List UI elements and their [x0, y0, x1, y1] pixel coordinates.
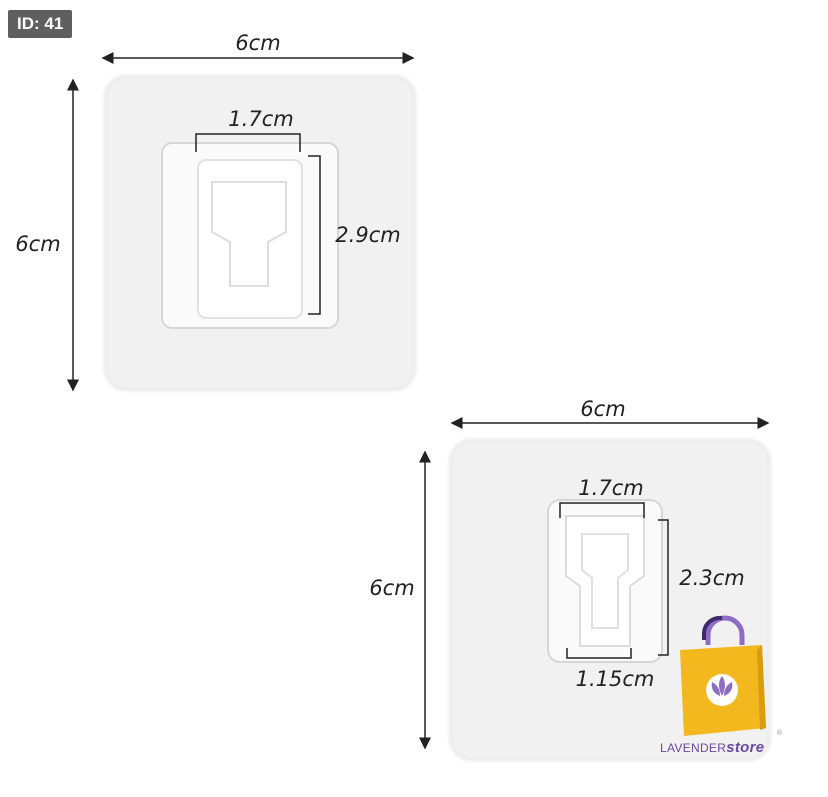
bag-handle-icon	[705, 615, 745, 645]
small-bottom-width-label: 1.15cm	[576, 667, 655, 691]
lavender-flower-icon	[711, 676, 733, 696]
small-slot-height-label: 2.3cm	[679, 566, 744, 590]
brand-name-part2: store	[726, 739, 764, 756]
small-width-label: 6cm	[580, 397, 625, 421]
lavender-store-logo: LAVENDERstore ®	[660, 615, 783, 756]
id-badge: ID: 41	[8, 10, 73, 38]
large-slot-width-bracket	[195, 133, 301, 152]
large-slot-width-label: 1.7cm	[228, 107, 293, 131]
small-slot-height-bracket	[658, 519, 669, 656]
large-slot-height-bracket	[308, 155, 321, 315]
small-height-label: 6cm	[369, 576, 414, 600]
svg-text:LAVENDERstore: LAVENDERstore	[660, 739, 764, 756]
small-slot-width-label: 1.7cm	[578, 476, 643, 500]
small-slot-width-bracket	[559, 502, 645, 518]
large-width-label: 6cm	[235, 31, 280, 55]
registered-mark: ®	[776, 729, 783, 737]
large-height-label: 6cm	[15, 232, 60, 256]
brand-name-part1: LAVENDER	[660, 741, 726, 755]
small-bottom-width-bracket	[566, 648, 632, 659]
large-slot-height-label: 2.9cm	[335, 223, 400, 247]
large-adhesive-hook	[104, 75, 416, 391]
